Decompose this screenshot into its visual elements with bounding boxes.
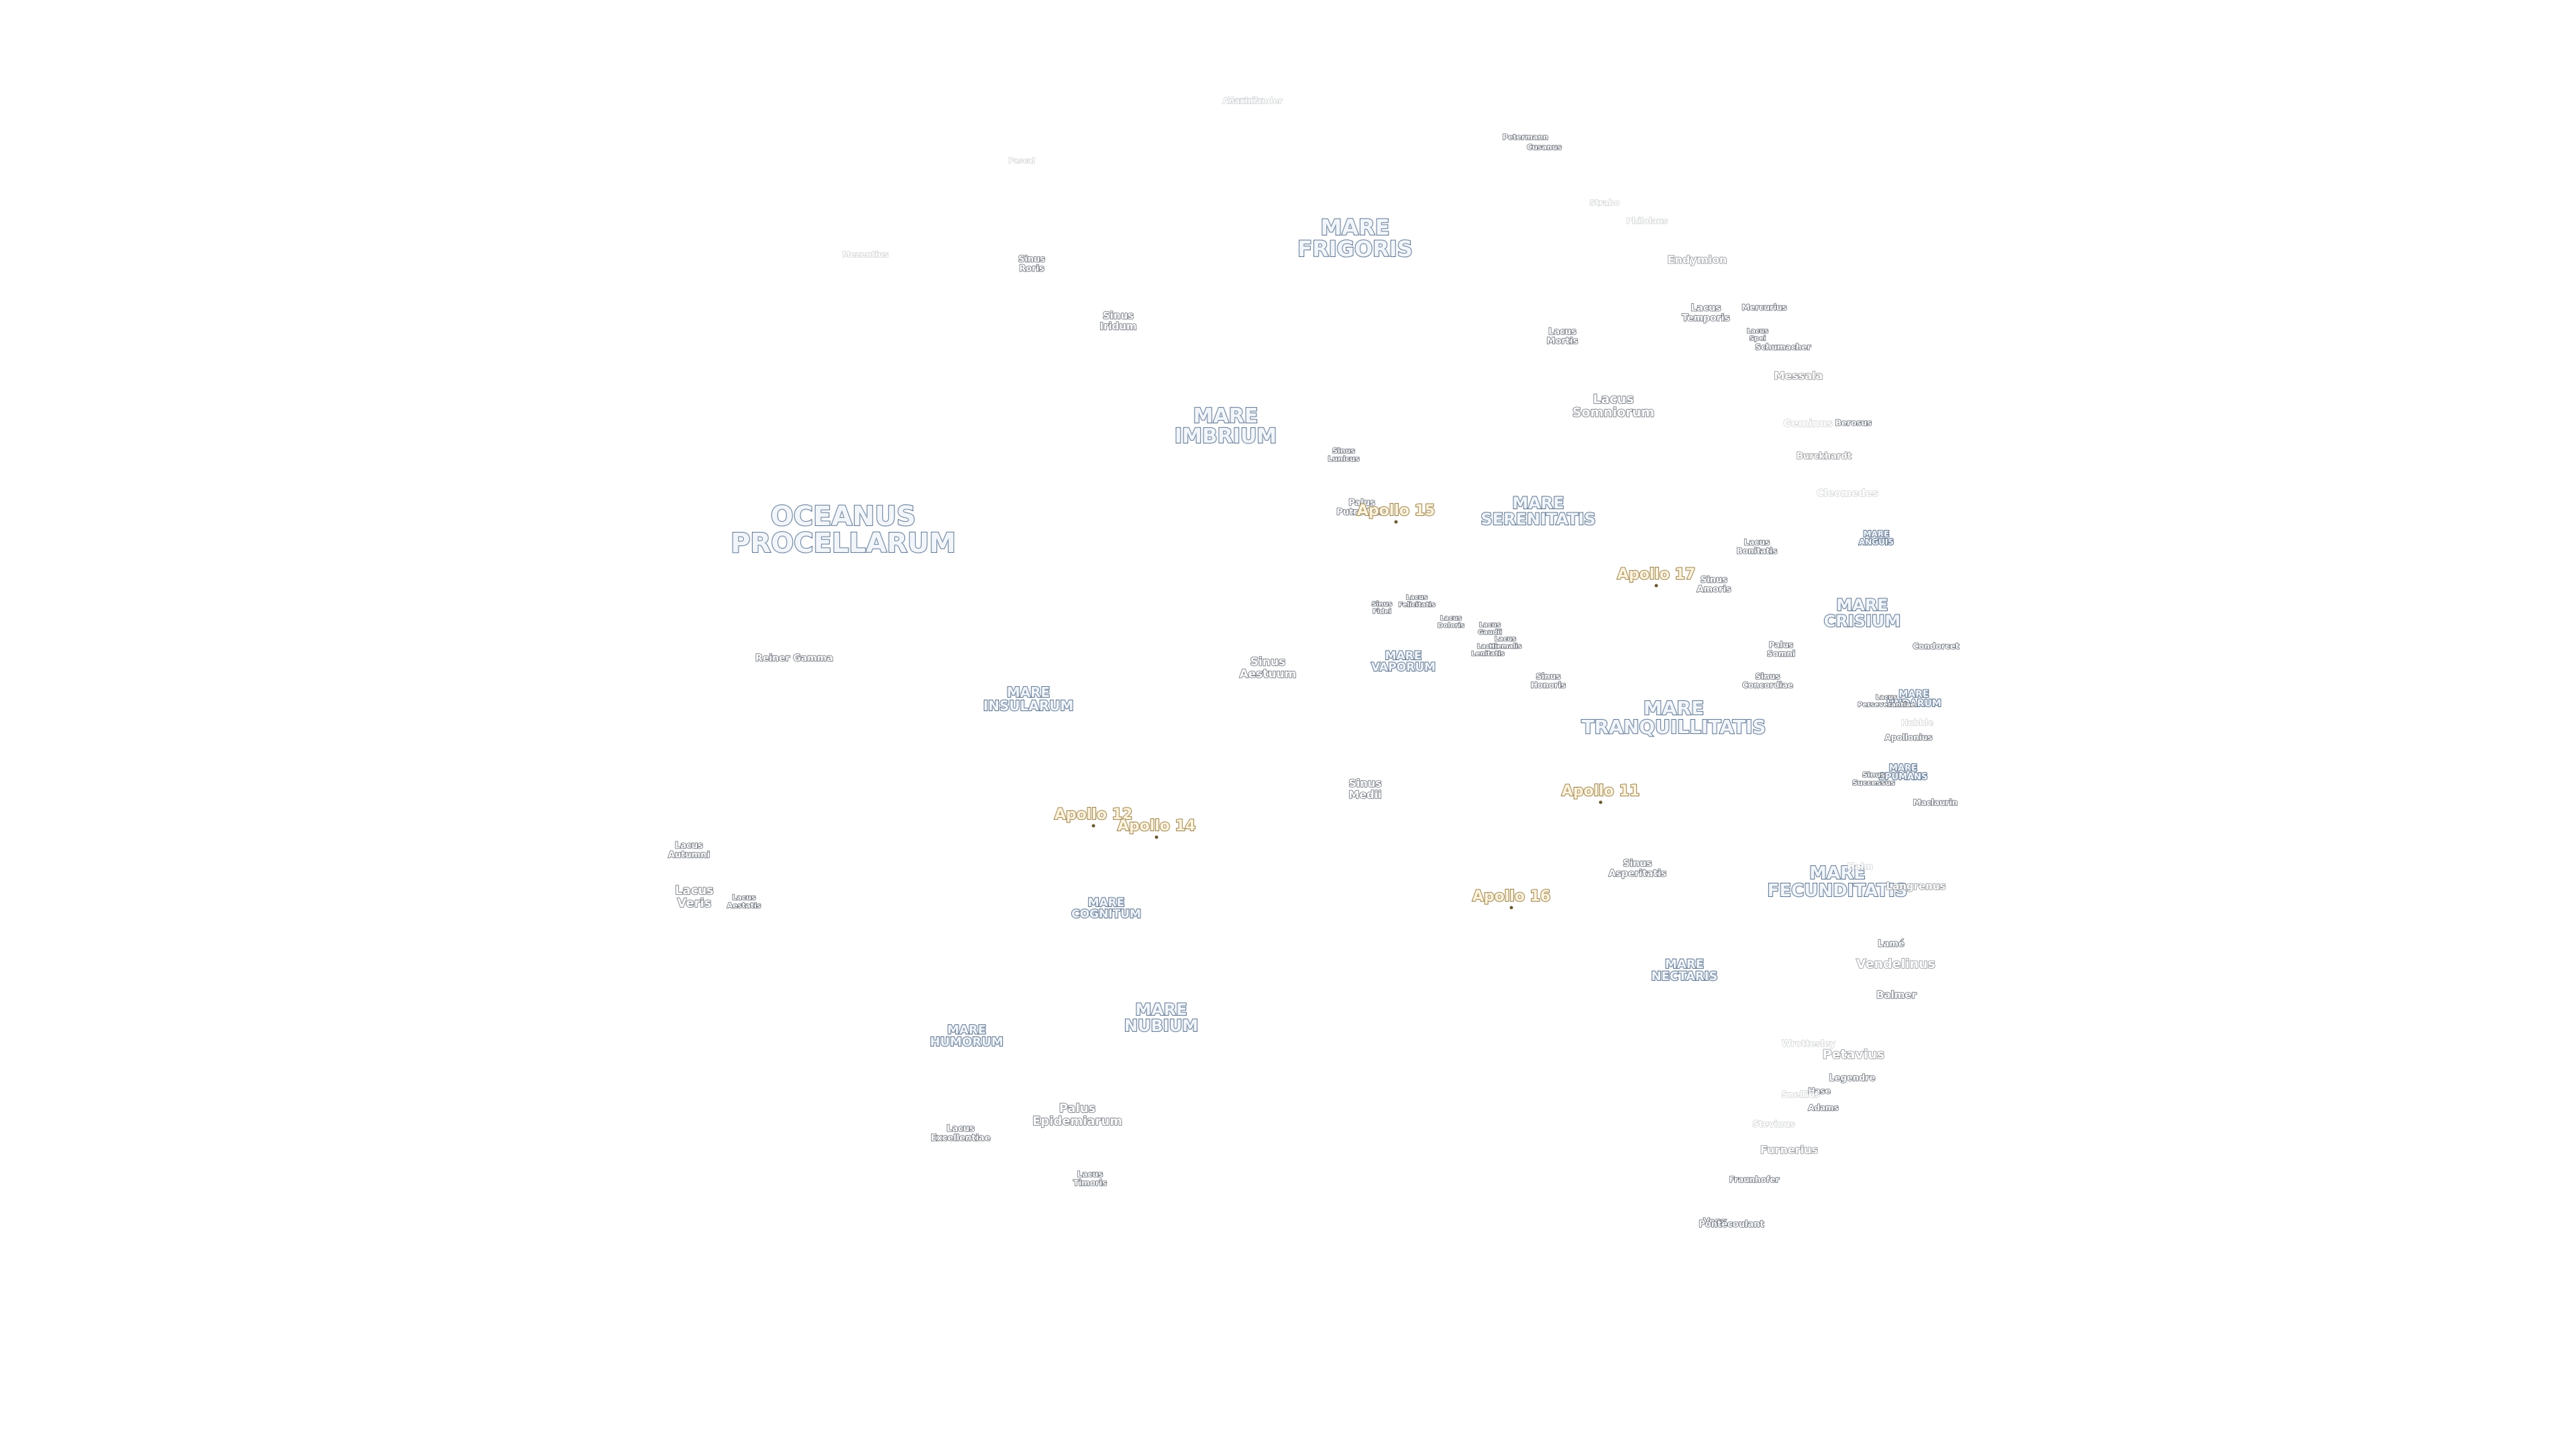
feature-label-mare-vaporum: MARE VAPORUM [1371, 649, 1436, 674]
feature-label-sinus-lunicus: Sinus Lunicus [1328, 446, 1360, 463]
feature-label-condorcet: Condorcet [1913, 641, 1960, 651]
feature-label-mare-cognitum: MARE COGNITUM [1071, 896, 1142, 921]
feature-label-lacus-autumni: Lacus Autumni [667, 841, 710, 860]
feature-label-lacus-veris: Lacus Veris [674, 883, 714, 910]
feature-label-palus-putredinis: Palus Putredinis [1336, 498, 1388, 517]
feature-label-reiner-gamma: Reiner Gamma [755, 653, 833, 664]
feature-label-mare-nectaris: MARE NECTARIS [1651, 957, 1719, 983]
feature-label-lacus-excellentiae: Lacus Excellentiae [930, 1124, 991, 1143]
feature-label-mare-serenitatis: MARE SERENITATIS [1480, 494, 1596, 529]
feature-label-oceanus-procellarum: OCEANUS PROCELLARUM [730, 501, 957, 559]
feature-label-lacus-hiemalis: Lacus Hiemalis [1489, 635, 1522, 650]
feature-label-balmer: Balmer [1876, 989, 1917, 1002]
feature-label-sinus-fidei: Sinus Fidei [1371, 600, 1393, 615]
feature-label-mare-fecunditatis: MARE FECUNDITATIS [1767, 863, 1909, 901]
feature-label-pontecoulant: Pontécoulant [1699, 1220, 1765, 1230]
feature-label-philolaus: Philolaus [1626, 216, 1668, 226]
feature-label-sinus-medii: Sinus Medii [1348, 777, 1383, 801]
feature-label-mare-crisium: MARE CRISIUM [1823, 596, 1902, 631]
landing-site-marker-apollo-14 [1155, 835, 1159, 839]
feature-label-adams: Adams [1808, 1103, 1839, 1113]
feature-label-mare-spumans: MARE SPUMANS [1878, 763, 1929, 782]
feature-label-cusanus: Cusanus [1526, 143, 1562, 152]
feature-label-lacus-timoris: Lacus Timoris [1073, 1169, 1108, 1187]
feature-label-strabo: Strabo [1589, 198, 1620, 208]
feature-label-mare-insularum: MARE INSULARUM [983, 684, 1075, 714]
feature-label-lacus-bonitatis: Lacus Bonitatis [1736, 537, 1778, 555]
feature-label-endymion: Endymion [1667, 253, 1727, 266]
feature-label-mare-frigoris: MARE FRIGORIS [1297, 215, 1413, 262]
feature-label-mare-anguis: MARE ANGUIS [1858, 529, 1894, 547]
feature-label-sinus-roris: Sinus Roris [1018, 254, 1046, 274]
feature-label-lacus-spei: Lacus Spei [1746, 327, 1769, 342]
feature-label-stevinus: Stevinus [1752, 1120, 1796, 1130]
feature-label-palus-epidemiarum: Palus Epidemiarum [1032, 1102, 1122, 1128]
feature-label-lacus-felicitatis: Lacus Felicitatis [1398, 594, 1436, 608]
landing-site-marker-apollo-15 [1394, 520, 1398, 524]
feature-label-pascal: Pascal [1008, 156, 1036, 166]
feature-label-geminus: Geminus [1783, 417, 1833, 430]
landing-site-marker-apollo-16 [1509, 906, 1513, 910]
feature-label-lacus-doloris: Lacus Doloris [1437, 614, 1464, 629]
feature-label-mezentius: Mezentius [842, 250, 889, 260]
feature-label-sinus-successus: Sinus Successus [1851, 770, 1895, 787]
feature-label-lacus-mortis: Lacus Mortis [1546, 327, 1578, 346]
feature-label-vendelinus: Vendelinus [1856, 957, 1936, 972]
landing-site-label-apollo-11: Apollo 11 [1561, 783, 1640, 800]
landing-site-label-apollo-17: Apollo 17 [1617, 566, 1696, 583]
feature-label-mare-imbrium: MARE IMBRIUM [1174, 405, 1277, 448]
feature-label-maclaurin: Maclaurin [1913, 798, 1958, 808]
landing-site-label-apollo-16: Apollo 16 [1472, 888, 1551, 905]
feature-label-palus-somni: Palus Somni [1766, 640, 1796, 658]
feature-label-hase: Hase [1808, 1086, 1831, 1096]
feature-label-petermann: Petermann [1502, 133, 1549, 142]
feature-label-lacus-gaudii: Lacus Gaudii [1477, 621, 1503, 636]
feature-label-furnerius: Furnerius [1760, 1143, 1819, 1157]
feature-label-apollonius: Apollonius [1884, 733, 1933, 743]
landing-site-label-apollo-12: Apollo 12 [1054, 806, 1133, 823]
feature-label-legendre: Legendre [1829, 1073, 1876, 1084]
feature-label-lacus-somniorum: Lacus Somniorum [1572, 392, 1655, 420]
feature-label-petavius: Petavius [1822, 1047, 1885, 1063]
feature-label-messala: Messala [1774, 369, 1824, 382]
feature-label-fraunhofer: Fraunhofer [1729, 1175, 1780, 1185]
feature-label-hermite: Hermite [1227, 95, 1265, 105]
feature-label-vega: Vega [1703, 1216, 1727, 1226]
landing-site-label-apollo-14: Apollo 14 [1117, 818, 1196, 835]
landing-site-marker-apollo-17 [1654, 584, 1658, 588]
feature-label-mare-tranquillitatis: MARE TRANQUILLITATIS [1581, 697, 1767, 738]
feature-label-sinus-amoris: Sinus Amoris [1697, 575, 1731, 594]
feature-label-berosus: Berosus [1835, 418, 1872, 428]
feature-label-sinus-iridum: Sinus Iridum [1099, 309, 1137, 332]
feature-label-sinus-asperitatis: Sinus Asperitatis [1608, 858, 1667, 879]
feature-label-cleomedes: Cleomedes [1816, 487, 1879, 500]
feature-label-sinus-honoris: Sinus Honoris [1530, 672, 1566, 690]
landing-site-label-apollo-15: Apollo 15 [1356, 502, 1436, 519]
feature-label-mare-humorum: MARE HUMORUM [929, 1023, 1004, 1049]
feature-label-schumacher: Schumacher [1755, 342, 1811, 352]
feature-label-hahn: Hahn [1847, 862, 1874, 873]
feature-label-lacus-perseverantiae: Lacus Perseverantiae [1858, 694, 1916, 708]
feature-label-mercurius: Mercurius [1741, 303, 1788, 313]
feature-label-mare-undarum: MARE UNDARUM [1886, 689, 1942, 709]
feature-label-mare-nubium: MARE NUBIUM [1124, 1000, 1199, 1035]
feature-label-anaximander: Anaximander [1222, 96, 1283, 106]
feature-label-sinus-concordiae: Sinus Concordiae [1741, 672, 1793, 690]
feature-label-wrottesley: Wrottesley [1781, 1039, 1836, 1050]
feature-label-burckhardt: Burckhardt [1796, 451, 1851, 462]
feature-label-lacus-lenitatis: Lacus Lenitatis [1471, 643, 1505, 657]
feature-label-snellius: Snellius [1781, 1090, 1821, 1101]
landing-site-marker-apollo-12 [1091, 824, 1095, 828]
feature-label-langrenus: Langrenus [1886, 880, 1947, 893]
feature-label-lacus-temporis: Lacus Temporis [1682, 303, 1731, 323]
landing-site-marker-apollo-11 [1599, 800, 1603, 804]
feature-label-lame: Lamé [1878, 939, 1905, 950]
feature-label-lacus-aestatis: Lacus Aestatis [727, 893, 761, 910]
feature-label-hubble: Hubble [1900, 718, 1934, 728]
feature-label-sinus-aestuum: Sinus Aestuum [1239, 655, 1297, 681]
